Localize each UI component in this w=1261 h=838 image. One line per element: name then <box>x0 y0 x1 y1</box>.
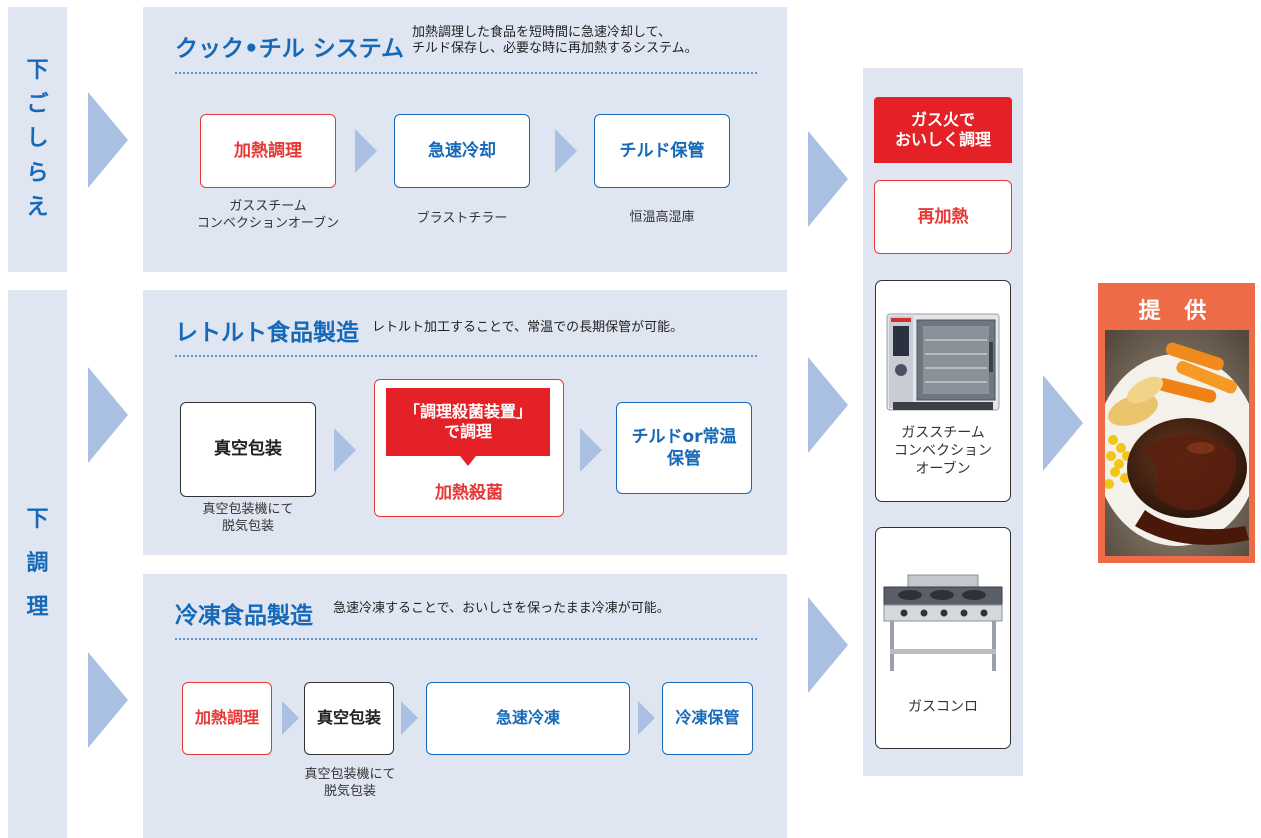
steam-oven-image <box>886 313 1000 411</box>
step-rapid-cool: 急速冷却 <box>394 114 530 188</box>
step-chilled-storage: チルド保管 <box>594 114 730 188</box>
step-reheat: 再加熱 <box>874 180 1012 254</box>
caption-line: オーブン <box>915 461 971 478</box>
caption-blast-chiller: ブラストチラー <box>416 211 508 226</box>
provide-title: 提 供 <box>1138 299 1215 324</box>
banner-line: 「調理殺菌装置」 <box>403 402 532 421</box>
caption-gas-stove: ガスコンロ <box>908 699 978 715</box>
cookchill-desc-line: チルド保存し、必要な時に再加熱するシステム。 <box>412 41 698 57</box>
prep-label-char: ご <box>26 92 49 118</box>
caption-line: ガススチーム <box>901 425 985 441</box>
flow-arrow <box>88 367 128 463</box>
gas-fire-banner: ガス火で おいしく調理 <box>874 97 1012 163</box>
flow-arrow <box>808 131 848 227</box>
frozen-title: 冷凍食品製造 <box>175 603 313 629</box>
prep-label-char: し <box>26 126 49 152</box>
dotted-divider <box>175 638 757 640</box>
step-vacuum-pack: 真空包装 <box>180 402 316 497</box>
caption-line: 脱気包装 <box>323 783 376 799</box>
cook-label-char: 下 <box>26 507 49 532</box>
step-chilled-or-ambient-storage: チルドor常温 保管 <box>616 402 752 494</box>
caption-line: 脱気包装 <box>221 518 274 534</box>
dotted-divider <box>175 355 757 357</box>
caption-line: コンベクション <box>894 443 992 460</box>
step-arrow <box>282 701 299 735</box>
dotted-divider <box>175 72 757 74</box>
step-rapid-freeze: 急速冷凍 <box>426 682 630 755</box>
flow-arrow <box>88 92 128 188</box>
gas-stove-image <box>883 574 1003 671</box>
box-line: チルドor常温 <box>631 426 737 447</box>
hamburg-steak-image <box>1105 330 1249 556</box>
banner-line: で調理 <box>443 422 492 441</box>
step-heat-cook-frozen: 加熱調理 <box>182 682 272 755</box>
cook-label-panel: 下 調 理 <box>8 290 67 838</box>
prep-label-char: ら <box>26 160 49 186</box>
flow-arrow <box>88 652 128 748</box>
banner-line: ガス火で <box>910 110 975 129</box>
prep-label-panel: 下 ご し ら え <box>8 7 67 272</box>
caption-humidity-cabinet: 恒温高湿庫 <box>629 210 695 225</box>
step-arrow <box>334 428 356 472</box>
step-heat-cook: 加熱調理 <box>200 114 336 188</box>
step-arrow <box>401 701 418 735</box>
step-arrow <box>580 428 602 472</box>
retort-title: レトルト食品製造 <box>175 320 359 346</box>
box-line: 保管 <box>667 449 701 469</box>
step-arrow <box>638 701 655 735</box>
retort-desc: レトルト加工することで、常温での長期保管が可能。 <box>372 320 684 335</box>
cookchill-desc: 加熱調理した食品を短時間に急速冷却して、 チルド保存し、必要な時に再加熱するシス… <box>412 25 698 58</box>
step-frozen-storage: 冷凍保管 <box>662 682 753 755</box>
step-arrow <box>555 129 577 173</box>
frozen-desc: 急速冷凍することで、おいしさを保ったまま冷凍が可能。 <box>333 601 670 616</box>
caption-line: コンベクションオーブン <box>196 215 340 231</box>
caption-steam-oven: ガススチーム コンベクションオーブン <box>188 199 348 233</box>
caption-line: 真空包装機にて <box>202 502 294 517</box>
caption-steam-oven: ガススチーム コンベクション オーブン <box>875 424 1011 479</box>
flow-arrow <box>808 597 848 693</box>
caption-line: 真空包装機にて <box>304 767 396 782</box>
cook-label-char: 理 <box>26 595 49 620</box>
banner-pointer <box>460 456 476 466</box>
caption-vacuum-machine: 真空包装機にて 脱気包装 <box>170 502 326 536</box>
prep-label-char: え <box>26 194 49 220</box>
stove-card <box>875 527 1011 749</box>
step-arrow <box>355 129 377 173</box>
prep-label-char: 下 <box>26 58 49 84</box>
step-vacuum-pack-frozen: 真空包装 <box>304 682 394 755</box>
cookchill-desc-line: 加熱調理した食品を短時間に急速冷却して、 <box>412 25 671 40</box>
step-heat-sterilize: 加熱殺菌 <box>435 483 503 503</box>
retort-device-banner: 「調理殺菌装置」 で調理 <box>386 388 550 456</box>
cookchill-title: クック•チル システム <box>175 36 405 62</box>
flow-arrow <box>808 357 848 453</box>
caption-vacuum-machine: 真空包装機にて 脱気包装 <box>270 767 430 801</box>
flow-arrow <box>1043 375 1083 471</box>
caption-line: ガススチーム <box>229 199 307 214</box>
banner-line: おいしく調理 <box>894 130 991 149</box>
cook-label-char: 調 <box>26 551 49 576</box>
